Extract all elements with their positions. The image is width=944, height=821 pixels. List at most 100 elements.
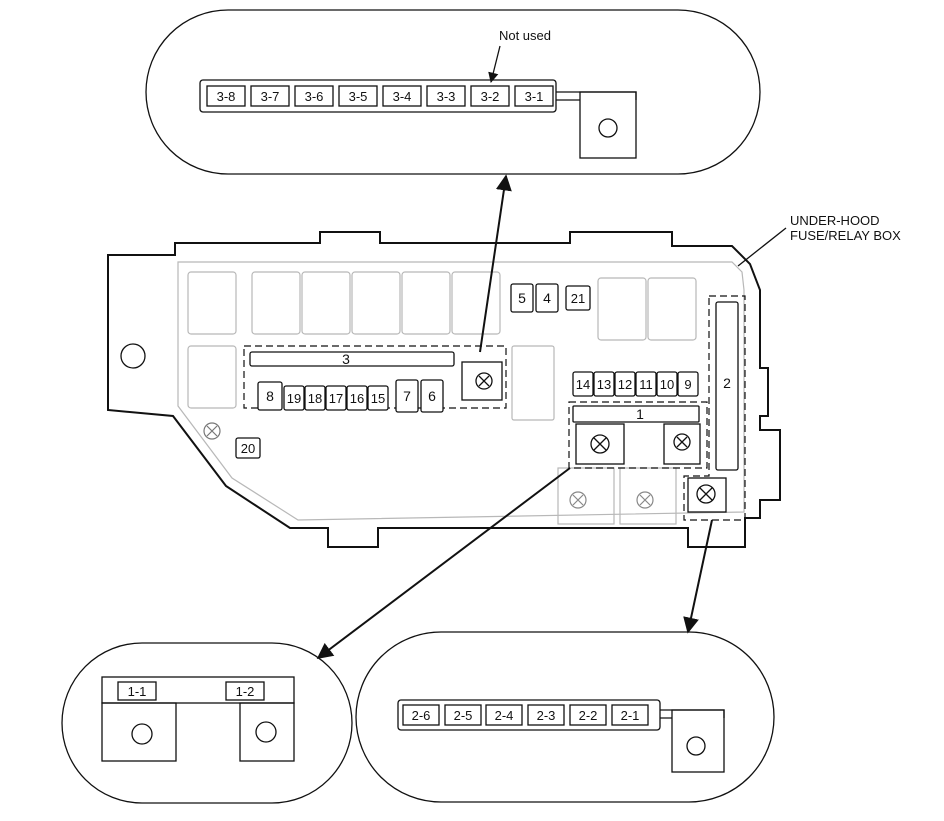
fuse-9: 9	[677, 371, 699, 397]
detail-2-bolt-hole	[686, 736, 706, 756]
svg-text:13: 13	[597, 377, 611, 392]
svg-text:8: 8	[266, 388, 274, 404]
fuse-16: 16	[346, 385, 368, 411]
detail-3-mount-bracket	[579, 91, 637, 159]
svg-text:1-2: 1-2	[236, 684, 255, 699]
detail-2-callout: 2-6 2-5 2-4 2-3 2-2 2-1	[355, 631, 775, 803]
fuse-2-strip: 2	[715, 301, 739, 471]
fuse-row-left: 8 19 18 17 16 15 7 6	[257, 379, 444, 413]
svg-text:1-1: 1-1	[128, 684, 147, 699]
svg-text:3-8: 3-8	[217, 89, 236, 104]
svg-text:1: 1	[636, 406, 644, 422]
fuse-slot-3-6: 3-6	[294, 85, 334, 107]
fuse-slot-2-4: 2-4	[485, 704, 523, 726]
svg-text:2-5: 2-5	[454, 708, 473, 723]
svg-text:3-7: 3-7	[261, 89, 280, 104]
svg-text:7: 7	[403, 388, 411, 404]
svg-text:2-4: 2-4	[495, 708, 514, 723]
detail-1-bolt-hole-right	[255, 721, 277, 743]
fuse-row-right: 14 13 12 11 10 9	[572, 371, 699, 397]
fuse-19: 19	[283, 385, 305, 411]
fuse-1-terminal-right	[663, 423, 701, 465]
fuse-slot-3-2: 3-2	[470, 85, 510, 107]
fuse-4: 4	[535, 283, 559, 313]
svg-text:3-5: 3-5	[349, 89, 368, 104]
svg-text:3-4: 3-4	[393, 89, 412, 104]
svg-text:6: 6	[428, 388, 436, 404]
svg-text:4: 4	[543, 290, 551, 306]
svg-text:3-3: 3-3	[437, 89, 456, 104]
not-used-pointer	[488, 45, 501, 84]
svg-text:2-3: 2-3	[537, 708, 556, 723]
svg-text:12: 12	[618, 377, 632, 392]
fuse-15: 15	[367, 385, 389, 411]
svg-text:20: 20	[241, 441, 255, 456]
bolt-icon	[590, 434, 610, 454]
detail-3-fuse-labels: 3-8 3-7 3-6 3-5 3-4 3-3 3-2 3-1	[206, 85, 554, 107]
bolt-icon	[673, 433, 691, 451]
fuse-12: 12	[614, 371, 636, 397]
fuse-slot-3-4: 3-4	[382, 85, 422, 107]
svg-text:17: 17	[329, 391, 343, 406]
fuse-slot-3-7: 3-7	[250, 85, 290, 107]
svg-text:2-2: 2-2	[579, 708, 598, 723]
fuse-1-dashed-region	[568, 401, 708, 469]
fuse-18: 18	[304, 385, 326, 411]
svg-text:18: 18	[308, 391, 322, 406]
not-used-label: Not used	[499, 28, 551, 43]
fuse-slot-2-6: 2-6	[402, 704, 440, 726]
fuse-slot-2-1: 2-1	[611, 704, 649, 726]
ground-bolt-icon	[203, 422, 221, 440]
bolt-icon	[569, 491, 587, 509]
arrow-to-detail-2	[683, 519, 713, 634]
fuse-slot-3-1: 3-1	[514, 85, 554, 107]
box-title-pointer	[737, 227, 787, 267]
fuse-slot-3-8: 3-8	[206, 85, 246, 107]
fuse-slot-1-2: 1-2	[225, 681, 265, 701]
bolt-icon	[636, 491, 654, 509]
fuse-slot-2-2: 2-2	[569, 704, 607, 726]
svg-text:16: 16	[350, 391, 364, 406]
under-hood-fuse-relay-box	[107, 231, 781, 548]
fuse-21: 21	[565, 285, 591, 311]
svg-text:14: 14	[576, 377, 590, 392]
arrow-to-detail-3	[479, 174, 512, 353]
fuse-slot-3-5: 3-5	[338, 85, 378, 107]
detail-3-callout: 3-8 3-7 3-6 3-5 3-4 3-3 3-2 3-1	[145, 9, 761, 175]
svg-text:3-1: 3-1	[525, 89, 544, 104]
fuse-8: 8	[257, 381, 283, 411]
relay-block-group	[187, 271, 697, 525]
fuse-6: 6	[420, 379, 444, 413]
arrow-to-detail-1	[316, 467, 571, 659]
svg-text:3-6: 3-6	[305, 89, 324, 104]
fuse-20: 20	[235, 437, 261, 459]
svg-text:21: 21	[571, 291, 585, 306]
fuse-3-strip: 3	[249, 351, 455, 367]
svg-text:9: 9	[684, 377, 691, 392]
svg-text:5: 5	[518, 290, 526, 306]
svg-text:15: 15	[371, 391, 385, 406]
fuse-slot-2-3: 2-3	[527, 704, 565, 726]
fuse-11: 11	[635, 371, 657, 397]
detail-3-bolt-hole	[598, 118, 618, 138]
fuse-14: 14	[572, 371, 594, 397]
bolt-icon	[696, 484, 716, 504]
fuse-13: 13	[593, 371, 615, 397]
box-title-line-2: FUSE/RELAY BOX	[790, 228, 901, 243]
detail-1-terminal-left	[101, 702, 177, 762]
svg-text:2-1: 2-1	[621, 708, 640, 723]
detail-1-bolt-hole-left	[131, 723, 153, 745]
fuse-7: 7	[395, 379, 419, 413]
fuse-1-strip: 1	[572, 405, 700, 423]
bolt-icon	[475, 372, 493, 390]
detail-1-terminal-right	[239, 702, 295, 762]
fuse-10: 10	[656, 371, 678, 397]
fuse-slot-1-1: 1-1	[117, 681, 157, 701]
svg-text:3: 3	[342, 351, 350, 367]
svg-text:11: 11	[639, 377, 653, 392]
box-title-line-1: UNDER-HOOD	[790, 213, 880, 228]
detail-1-callout: 1-1 1-2	[61, 642, 353, 804]
fuse-2-dashed-region	[683, 295, 746, 521]
svg-text:2-6: 2-6	[412, 708, 431, 723]
